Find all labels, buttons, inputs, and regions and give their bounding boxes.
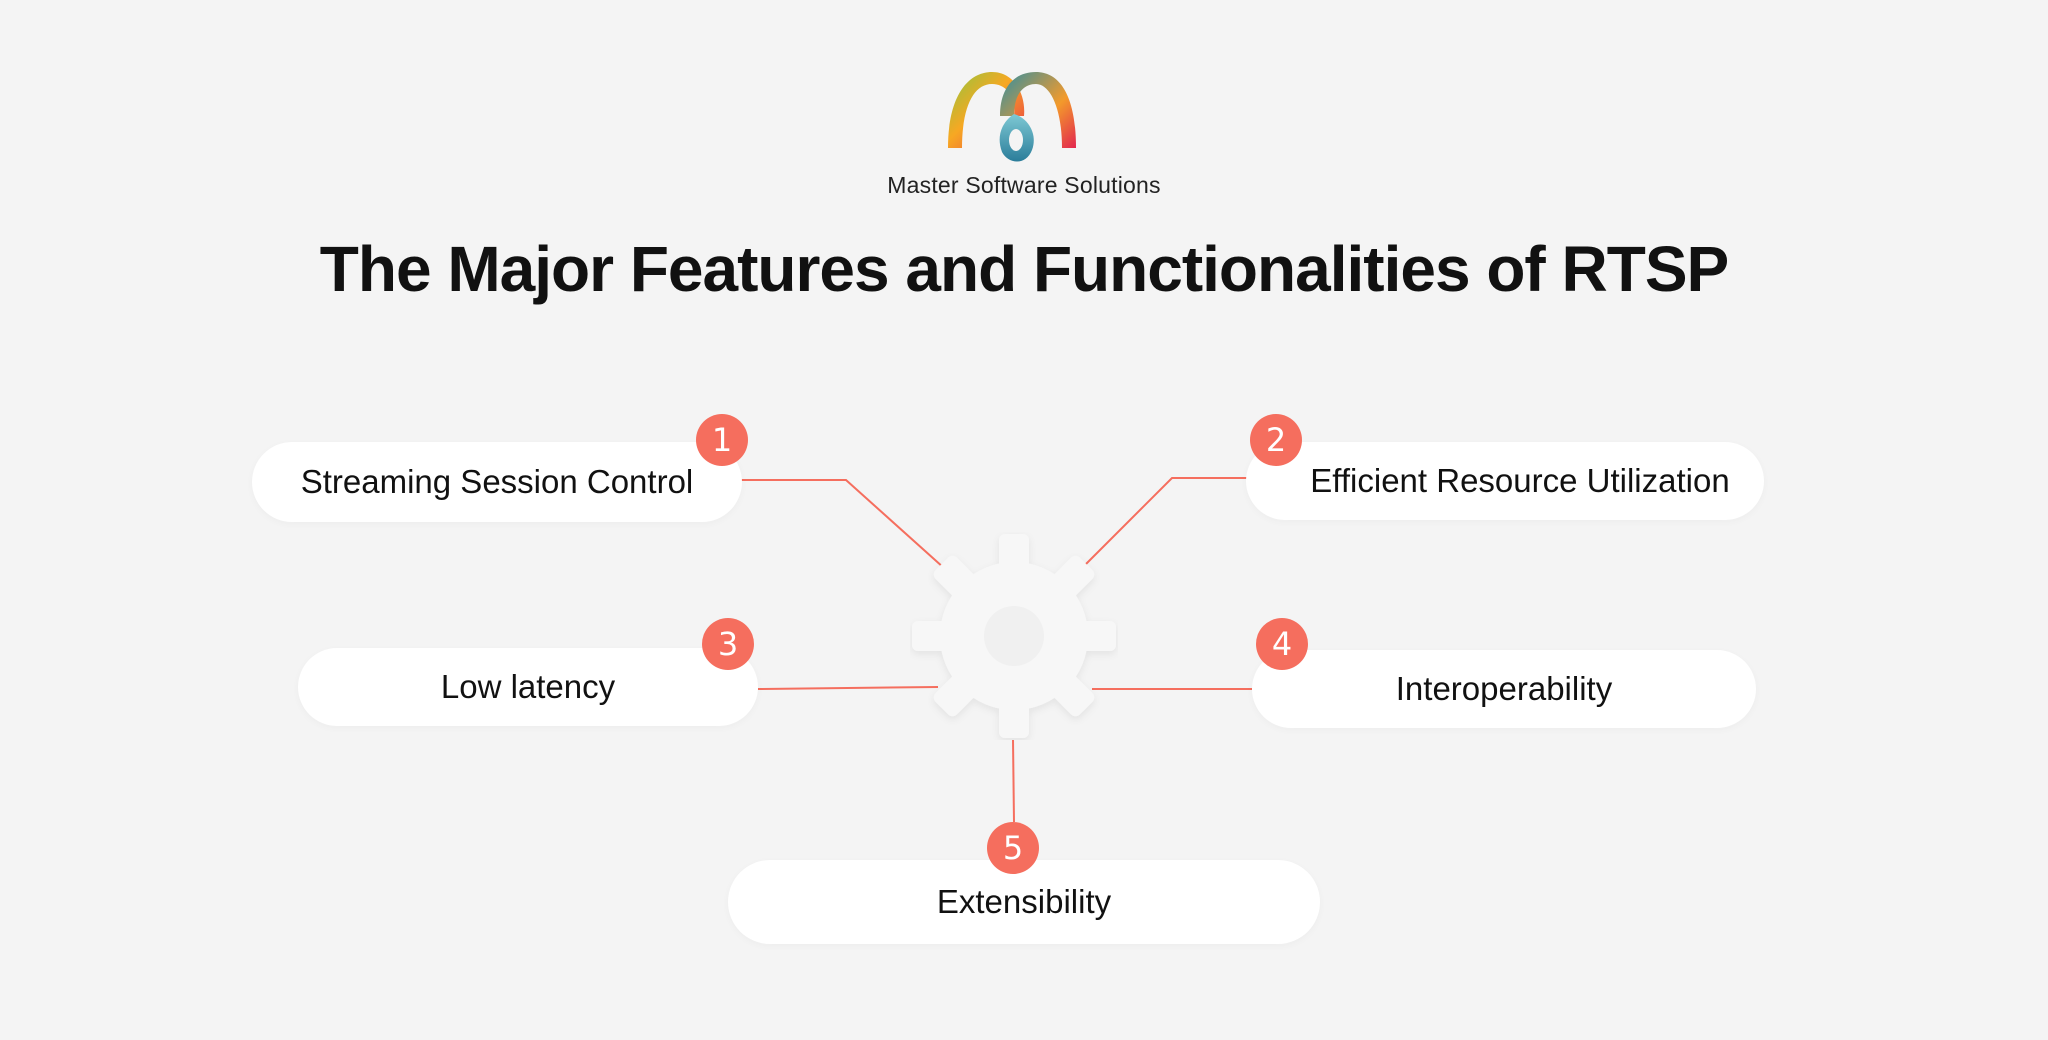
company-name: Master Software Solutions [887, 172, 1161, 198]
feature-badge-5: 5 [987, 822, 1039, 874]
feature-pill-3: Low latency [298, 648, 758, 726]
feature-pill-2: Efficient Resource Utilization [1246, 442, 1764, 520]
feature-badge-3: 3 [702, 618, 754, 670]
connector-2 [1083, 477, 1248, 567]
company-logo [948, 72, 1076, 162]
connector-1 [740, 479, 945, 569]
feature-pill-1: Streaming Session Control [252, 442, 742, 522]
connector-5 [1012, 739, 1015, 823]
feature-pill-5: Extensibility [728, 860, 1320, 944]
feature-label-3: Low latency [440, 668, 616, 705]
feature-badge-2: 2 [1250, 414, 1302, 466]
feature-badge-1: 1 [696, 414, 748, 466]
connector-3 [757, 686, 939, 690]
feature-label-4: Interoperability [1395, 670, 1613, 707]
feature-pill-4: Interoperability [1252, 650, 1756, 728]
page-title: The Major Features and Functionalities o… [319, 233, 1729, 305]
feature-label-1: Streaming Session Control [300, 463, 694, 500]
feature-badge-4: 4 [1256, 618, 1308, 670]
feature-label-5: Extensibility [936, 883, 1112, 920]
feature-label-2: Efficient Resource Utilization [1310, 462, 1730, 499]
gear-icon [912, 534, 1116, 738]
